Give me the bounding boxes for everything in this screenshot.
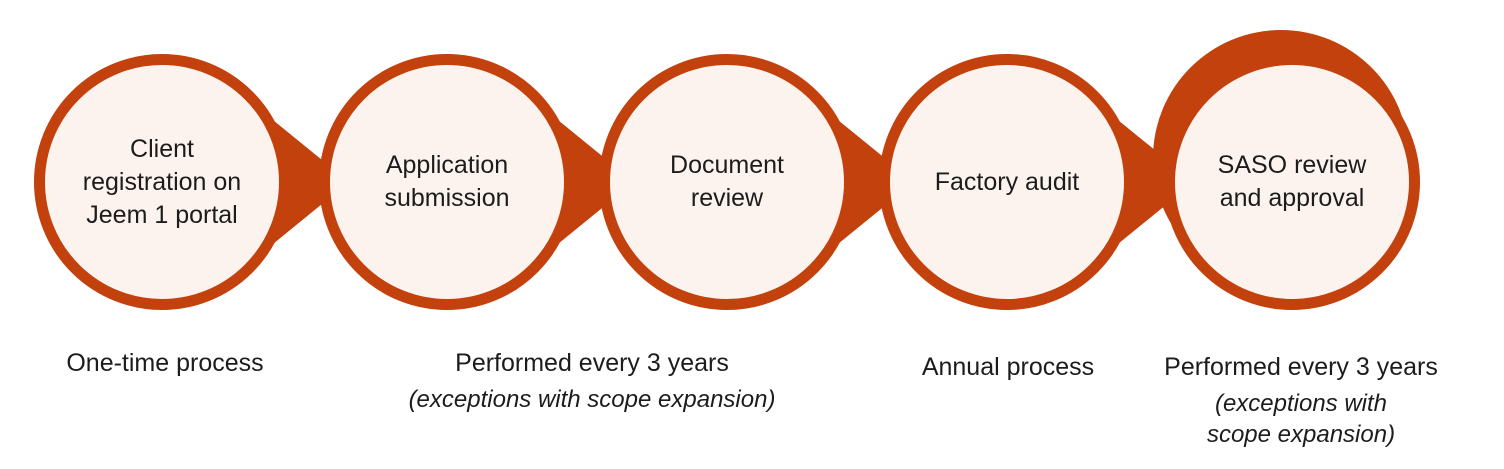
- caption-one-time-process: One-time process: [15, 347, 315, 380]
- caption-note: (exceptions with scope expansion): [408, 385, 776, 413]
- step-label: Application submission: [384, 151, 510, 212]
- caption-note: (exceptions with scope expansion): [1206, 389, 1396, 448]
- step-label: Client registration on Jeem 1 portal: [82, 134, 242, 229]
- step-label: SASO review and approval: [1217, 151, 1367, 212]
- caption-text: Performed every 3 years: [1164, 353, 1438, 381]
- caption-performed-every-3-years-2: Performed every 3 years (exceptions with…: [1151, 351, 1451, 450]
- step-label: Document review: [670, 151, 784, 212]
- step-circle-application-submission: Application submission: [319, 54, 575, 310]
- caption-text: Annual process: [921, 353, 1095, 381]
- step-circle-saso-review: SASO review and approval: [1164, 54, 1420, 310]
- caption-annual-process: Annual process: [858, 351, 1158, 384]
- caption-text: One-time process: [66, 349, 264, 377]
- step-circle-client-registration: Client registration on Jeem 1 portal: [34, 54, 290, 310]
- step-label: Factory audit: [934, 167, 1080, 196]
- caption-performed-every-3-years: Performed every 3 years (exceptions with…: [380, 347, 804, 415]
- step-circle-document-review: Document review: [599, 54, 855, 310]
- caption-text: Performed every 3 years: [455, 349, 729, 377]
- step-circle-factory-audit: Factory audit: [879, 54, 1135, 310]
